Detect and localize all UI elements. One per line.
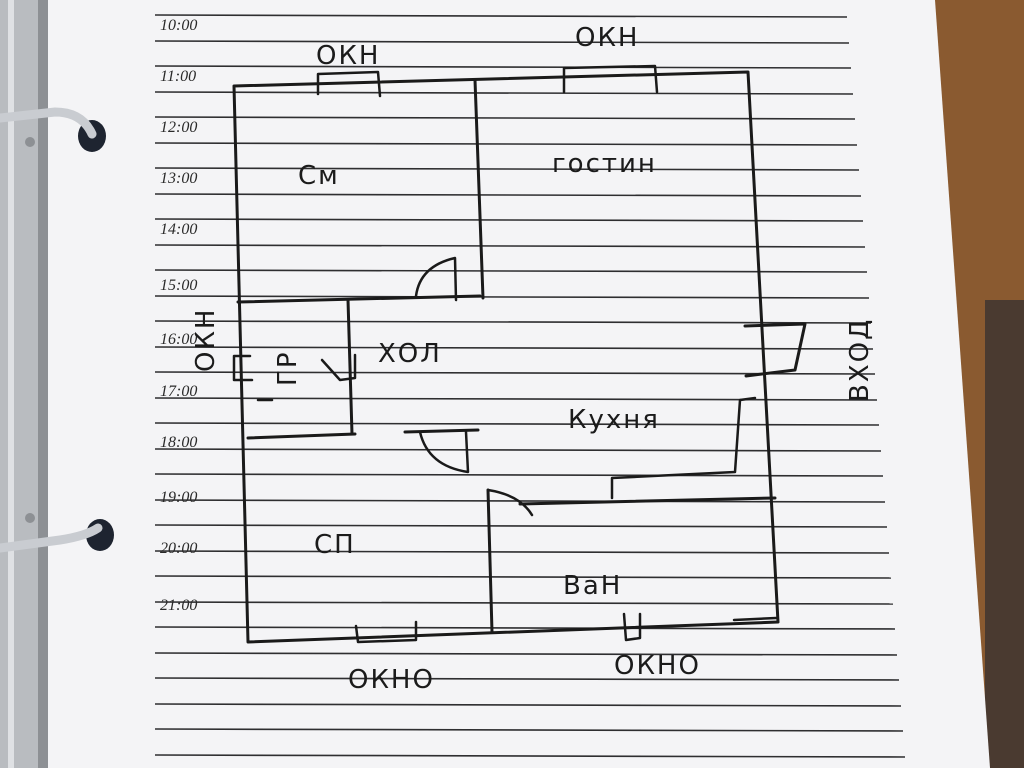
center-wall — [473, 78, 485, 300]
time-label: 12:00 — [160, 119, 197, 136]
time-label: 11:00 — [160, 68, 196, 85]
binder-ring-top — [0, 107, 97, 139]
ruled-lines — [154, 14, 906, 758]
door-arc-top — [414, 256, 458, 302]
room-label-bedroom-bottom: СП — [314, 530, 356, 560]
window-label-bottom-left: ОКНО — [348, 665, 435, 695]
room-label-bedroom-top: См — [298, 161, 340, 191]
wardrobe-label: ГР — [273, 350, 303, 386]
door-arc-hall — [418, 430, 470, 474]
time-label: 20:00 — [160, 540, 197, 557]
window-tick-bottom-right — [732, 616, 778, 622]
table-right-shadow — [985, 300, 1024, 768]
room-label-kitchen: Кухня — [568, 405, 660, 435]
wardrobe-wall — [346, 298, 354, 436]
binder-rings — [0, 107, 114, 553]
time-label: 14:00 — [160, 221, 197, 238]
window-label-top-right: ОКН — [575, 23, 639, 53]
room-label-bath: ВаН — [563, 571, 622, 601]
window-mark-top-right — [562, 64, 659, 94]
window-label-left-side: ОКН — [191, 308, 221, 372]
time-label: 16:00 — [160, 331, 197, 348]
time-column: 10:00 11:00 12:00 13:00 14:00 15:00 16:0… — [160, 17, 197, 614]
time-label: 10:00 — [160, 17, 197, 34]
window-label-bottom-right: ОКНО — [614, 651, 701, 681]
wardrobe-door — [320, 353, 357, 382]
window-mark-top-left — [316, 70, 382, 98]
time-label: 13:00 — [160, 170, 197, 187]
room-label-hall: ХОЛ — [378, 339, 442, 369]
floor-plan: См гостин ХОЛ Кухня СП ВаН ОКН ОКН ОКН О… — [191, 23, 875, 695]
rail-rivet — [25, 513, 35, 523]
window-mark-bottom-left — [354, 620, 418, 644]
rail-rivet — [25, 137, 35, 147]
time-label: 21:00 — [160, 597, 197, 614]
hall-bottom-wall — [246, 432, 357, 440]
binder-ring-bottom — [0, 523, 103, 553]
entrance-wall — [743, 322, 807, 378]
kitchen-bath-wall — [518, 496, 777, 506]
outer-wall — [232, 70, 780, 644]
binder-rail-shadow — [38, 0, 48, 768]
window-mark-bottom-right — [622, 612, 642, 642]
center-wall-lower — [486, 488, 494, 634]
time-label: 19:00 — [160, 489, 197, 506]
hall-top-wall — [236, 294, 482, 304]
window-label-top-left: ОКН — [316, 41, 380, 71]
hall-bottom-wall-right — [403, 428, 480, 434]
time-label: 17:00 — [160, 383, 197, 400]
kitchen-counter — [610, 396, 757, 500]
time-label: 15:00 — [160, 277, 197, 294]
time-label: 18:00 — [160, 434, 197, 451]
door-arc-bath — [486, 488, 534, 517]
entrance-label: ВХОД — [845, 318, 875, 402]
room-label-living: гостин — [552, 149, 657, 179]
window-mark-left — [232, 354, 254, 382]
binder-rail-highlight — [8, 0, 14, 768]
